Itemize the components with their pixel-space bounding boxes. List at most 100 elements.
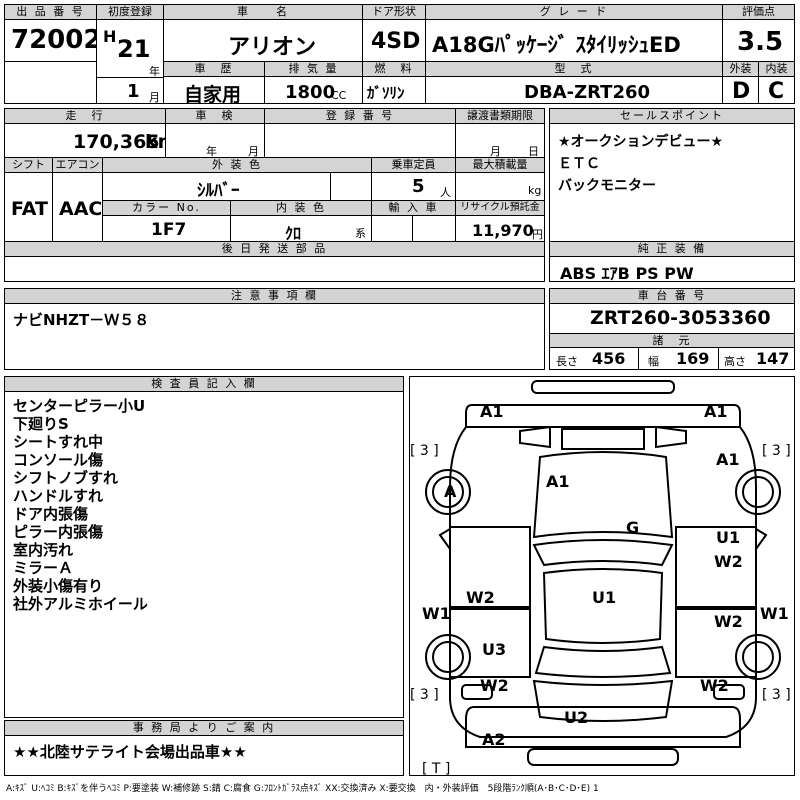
first-registration-label: 初度登録 <box>97 5 163 20</box>
equipment-label: 純 正 装 備 <box>550 242 794 257</box>
ac-cell: エアコン AAC <box>52 157 103 242</box>
office-label: 事 務 局 よ り ご 案 内 <box>5 721 403 736</box>
exterior-grade-cell: 外装 D <box>722 61 759 104</box>
capacity: 5 <box>412 176 425 197</box>
inspection-cell: 車 検 年 月 <box>165 108 265 158</box>
transfer-day-unit: 日 <box>528 145 539 158</box>
sales-points-label: セールスポイント <box>550 109 794 124</box>
interior-grade: C <box>768 79 785 104</box>
windshield-shape <box>532 539 674 567</box>
door-label: ドア形状 <box>363 5 425 20</box>
wheel-rear-left-shape <box>425 634 471 680</box>
transfer-deadline-cell: 譲渡書類期限 月 日 <box>455 108 545 158</box>
recycle-label: リサイクル預託金 <box>456 201 544 216</box>
width: 169 <box>676 349 710 368</box>
capacity-unit: 人 <box>440 186 451 199</box>
roof-shape <box>542 568 664 644</box>
plate-label: 登 録 番 号 <box>265 109 455 124</box>
door-front-left-shape <box>450 526 531 608</box>
score-label: 評価点 <box>723 5 794 20</box>
inspector-line: 社外アルミホイール <box>13 595 148 613</box>
grille-shape <box>561 428 645 450</box>
inspector-line: ピラー内張傷 <box>13 523 104 541</box>
rear-window-shape <box>534 645 672 678</box>
door-front-right-shape <box>675 526 756 608</box>
car-name-label: 車 名 <box>164 5 362 20</box>
color-number-label: カラー No. <box>103 201 230 216</box>
lot-blank-cell <box>4 61 97 104</box>
door-rear-left-shape <box>450 608 531 678</box>
mark-door-fr2: W2 <box>714 552 743 571</box>
plate-cell: 登 録 番 号 <box>264 108 456 158</box>
registration-year: 21 <box>117 35 151 63</box>
exterior-grade: D <box>732 79 751 104</box>
notes-text: ナビNHZT－Ｗ５８ <box>13 311 150 329</box>
mileage: 170,365 <box>73 131 160 153</box>
history-label: 車 歴 <box>164 62 264 77</box>
mark-door-fr: U1 <box>716 528 740 547</box>
inspector-line: 下廻りS <box>13 415 69 433</box>
transfer-deadline-label: 譲渡書類期限 <box>456 109 544 124</box>
fuel-label: 燃 料 <box>363 62 425 77</box>
lot-number-label: 出 品 番 号 <box>5 5 96 20</box>
door-rear-right-shape <box>675 608 756 678</box>
displacement-cell: 排 気 量 1800 CC <box>264 61 363 104</box>
recycle-fee: 11,970 <box>472 221 534 240</box>
inspection-year-unit: 年 <box>206 145 217 158</box>
displacement-unit: CC <box>331 89 347 102</box>
inspection-month-unit: 月 <box>248 145 259 158</box>
chassis-label: 車 台 番 号 <box>550 289 794 304</box>
mark-front-right: A1 <box>704 402 728 421</box>
wheel-front-left-shape <box>425 469 471 515</box>
notes-panel: 注 意 事 項 欄 ナビNHZT－Ｗ５８ <box>4 288 545 370</box>
office-notice: ★★北陸サテライト会場出品車★★ <box>13 743 247 761</box>
load-label: 最大積載量 <box>456 158 544 173</box>
wheel-rear-right-shape <box>735 634 781 680</box>
mark-side-left: W1 <box>422 604 451 623</box>
mark-roof: G <box>626 518 639 537</box>
mark-floor: U1 <box>592 588 616 607</box>
fuel-cell: 燃 料 ｶﾞｿﾘﾝ <box>362 61 426 104</box>
sales-points-panel: セールスポイント ★オークションデビュー★ ＥＴＣ バックモニター <box>549 108 795 242</box>
car-diagram-panel: A1 A1 [ 3 ] [ 3 ] A A1 A1 G U1 W2 W2 U1 … <box>409 376 795 776</box>
ac: AAC <box>59 198 103 220</box>
headlight-left-shape <box>519 425 551 449</box>
lot-number: 72002 <box>11 25 97 55</box>
headlight-right-shape <box>655 425 687 449</box>
mark-door-rr: W2 <box>714 612 743 631</box>
interior-color: ｸﾛ <box>285 224 302 242</box>
mark-trunk: U2 <box>564 708 588 727</box>
mileage-label: 走 行 <box>5 109 165 124</box>
width-label: 幅 <box>648 355 659 368</box>
interior-grade-label: 内装 <box>759 62 794 77</box>
door-cell: ドア形状 4SD <box>362 4 426 62</box>
inspector-line: ハンドルすれ <box>13 487 104 505</box>
model: DBA-ZRT260 <box>524 82 651 103</box>
first-registration-cell: 初度登録 H 21 年 1 月 <box>96 4 164 104</box>
mark-rear-right-w: W2 <box>700 676 729 695</box>
lot-number-cell: 出 品 番 号 72002 <box>4 4 97 62</box>
inspection-label: 車 検 <box>166 109 264 124</box>
ac-label: エアコン <box>53 158 102 173</box>
mark-fender-fr: A1 <box>716 450 740 469</box>
interior-color-unit: 系 <box>355 227 366 240</box>
mark-wheel-fl: A <box>444 482 457 501</box>
inspector-line: ミラーＡ <box>13 559 74 577</box>
inspector-line: シートすれ中 <box>13 433 104 451</box>
front-bumper-shape <box>531 380 675 394</box>
exterior-color: ｼﾙﾊﾞｰ <box>197 181 240 201</box>
height: 147 <box>756 349 790 368</box>
recycle-unit: 円 <box>532 228 543 241</box>
height-label: 高さ <box>724 355 746 368</box>
hood-shape <box>532 451 674 539</box>
car-name-cell: 車 名 アリオン <box>163 4 363 62</box>
mileage-cell: 走 行 170,365 km <box>4 108 166 158</box>
inspector-line: コンソール傷 <box>13 451 104 469</box>
mark-front-left: A1 <box>480 402 504 421</box>
exterior-grade-label: 外装 <box>723 62 758 77</box>
mark-bracket-rl: [ 3 ] <box>410 687 439 703</box>
wheel-front-right-shape <box>735 469 781 515</box>
inspector-panel: 検 査 員 記 入 欄 センターピラー小U 下廻りS シートすれ中 コンソール傷… <box>4 376 404 718</box>
office-panel: 事 務 局 よ り ご 案 内 ★★北陸サテライト会場出品車★★ <box>4 720 404 776</box>
mark-rear-bumper: A2 <box>482 730 506 749</box>
